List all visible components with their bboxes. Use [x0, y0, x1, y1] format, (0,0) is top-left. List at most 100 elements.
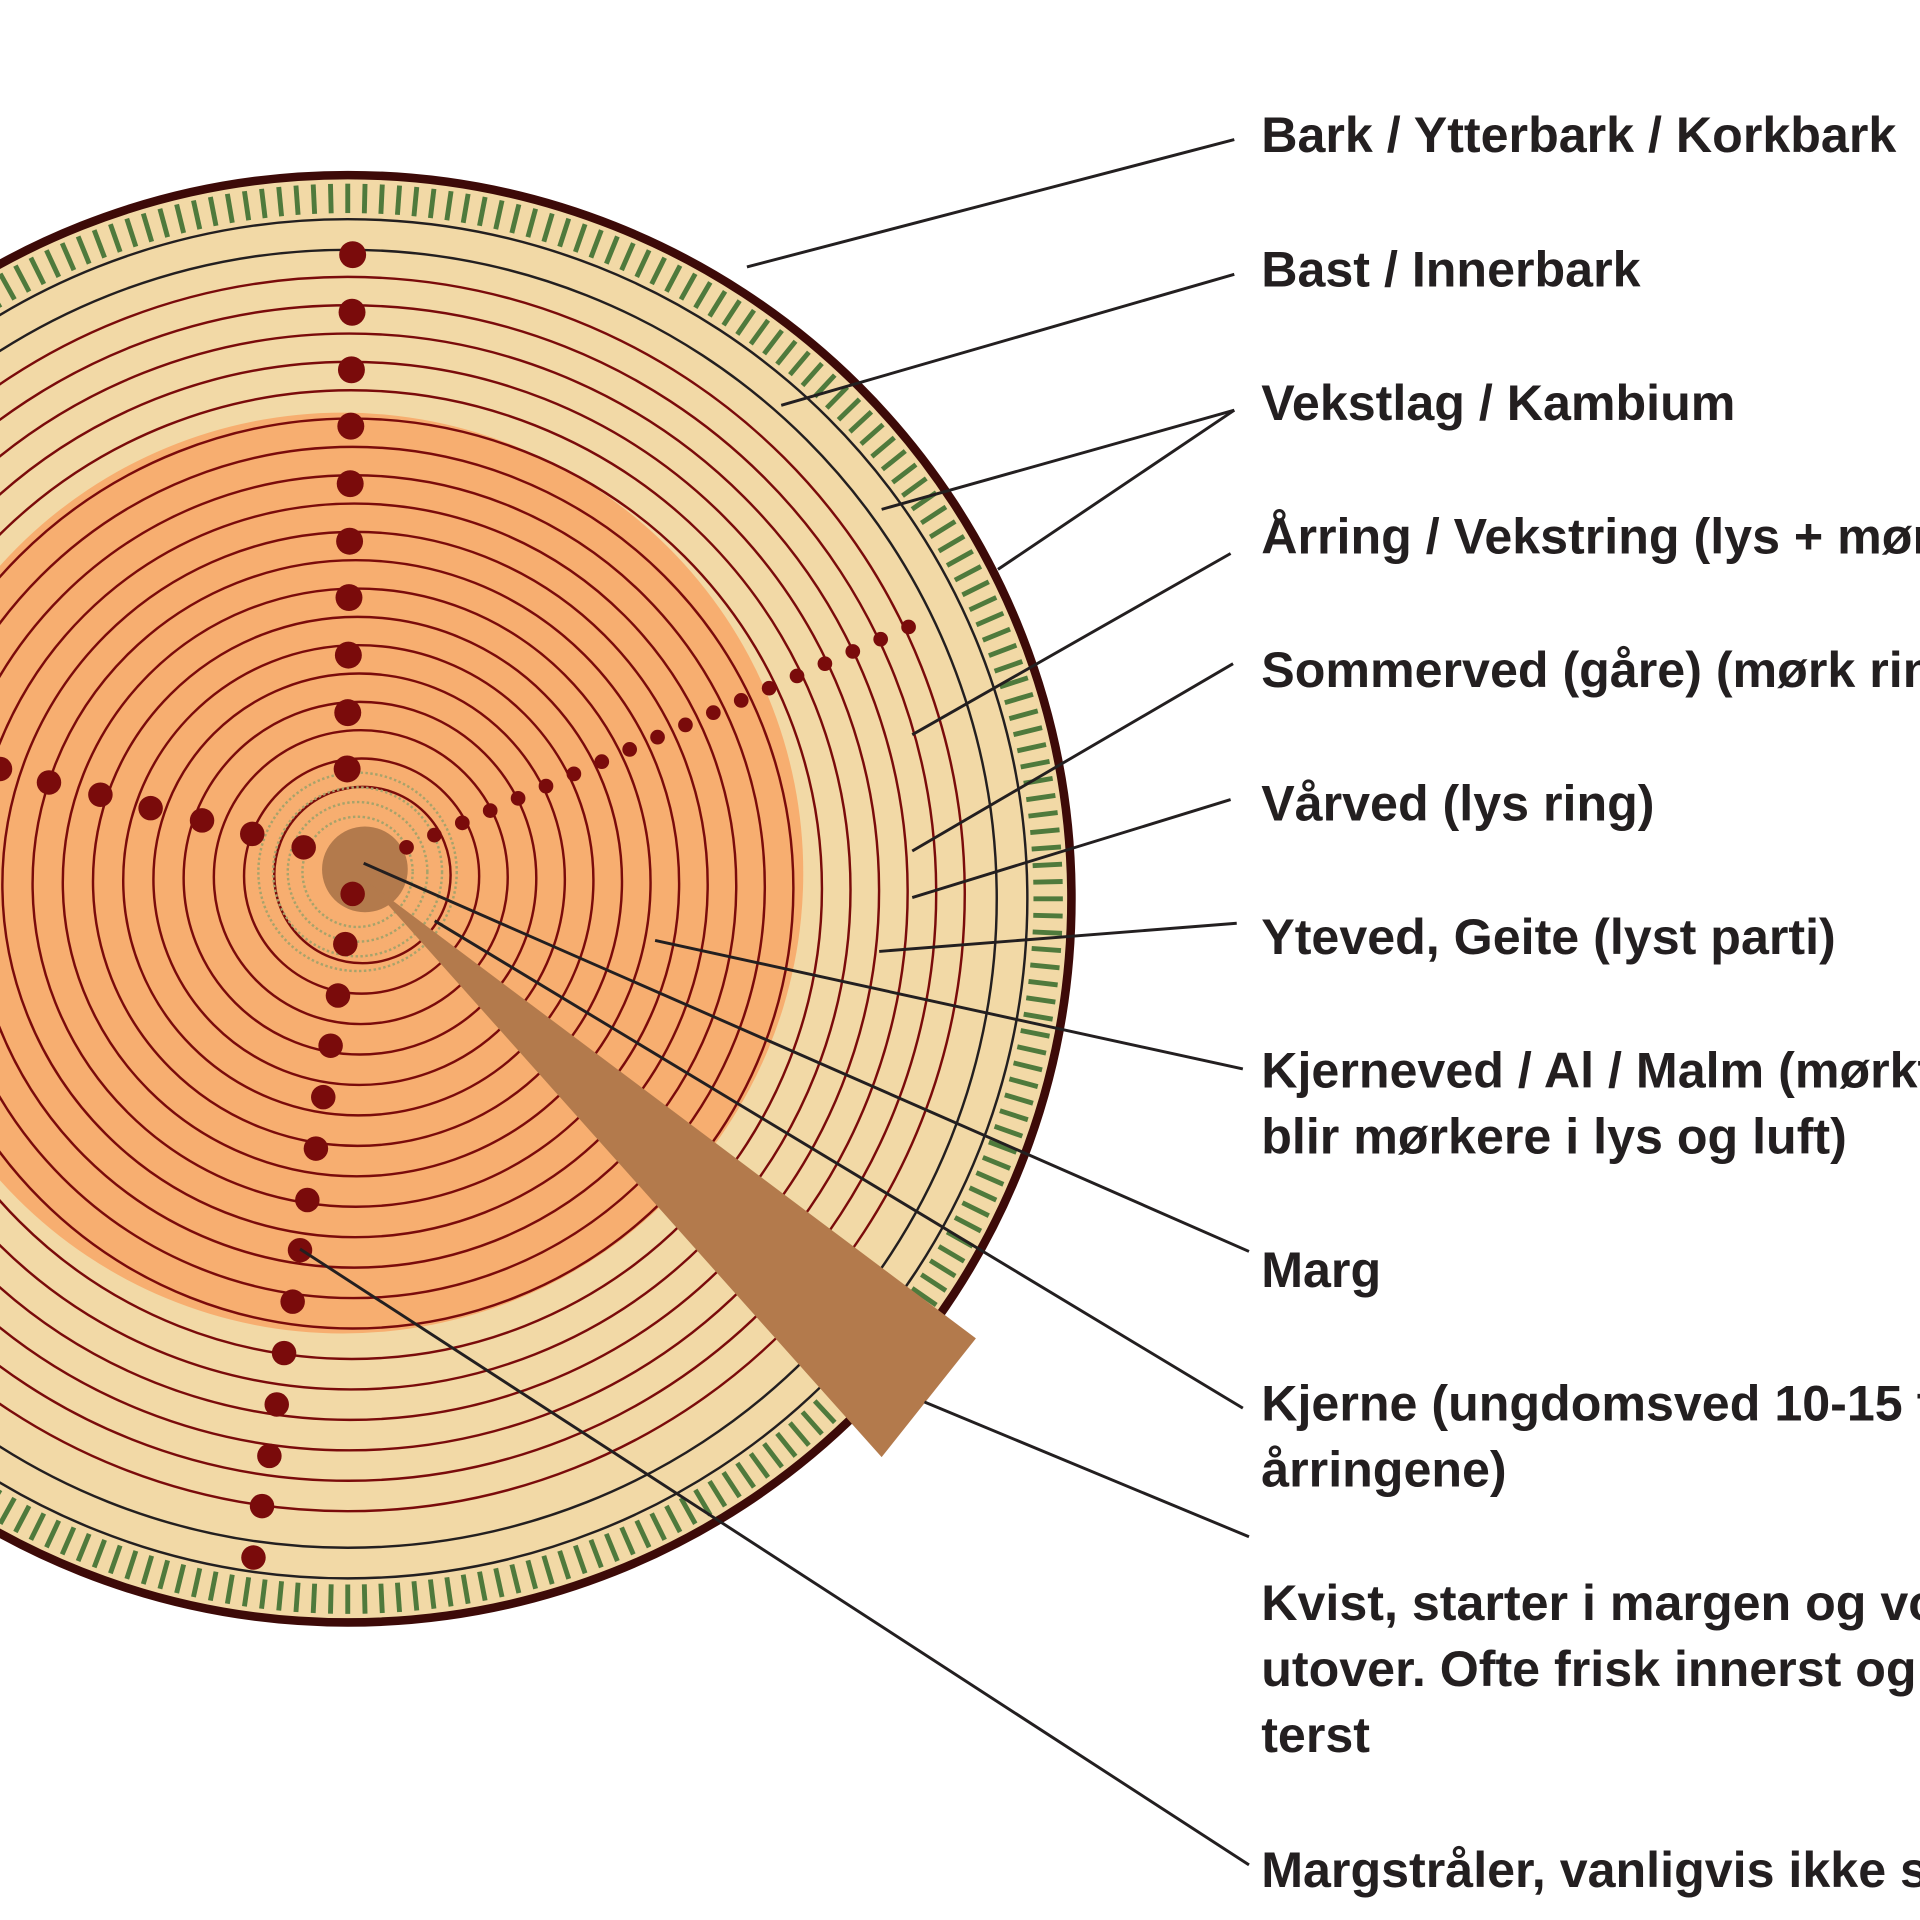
bast-tick [937, 534, 966, 554]
leader-line [911, 798, 1232, 899]
bast-tick [981, 626, 1011, 643]
bast-tick [848, 409, 874, 434]
bast-tick [44, 1519, 62, 1549]
ray-dot [336, 527, 364, 555]
ray-dot [335, 584, 363, 612]
ray-dot [291, 835, 316, 860]
knot [367, 881, 976, 1458]
bast-tick [678, 1496, 698, 1525]
ray-dot [510, 791, 526, 806]
bast-tick [477, 1571, 488, 1602]
ray-dot [901, 619, 916, 635]
bast-tick [460, 1574, 471, 1605]
bast-tick [59, 1526, 77, 1556]
bast-tick [525, 208, 538, 238]
bast-tick [207, 196, 219, 227]
bast-tick [1012, 725, 1043, 738]
ray-dot [622, 742, 638, 757]
bast-tick [310, 184, 318, 214]
bast-ticks [0, 183, 1063, 1614]
bast-tick [634, 249, 652, 278]
bast-tick [573, 223, 588, 253]
ray-dot [845, 644, 861, 659]
bast-tick [1030, 962, 1060, 971]
bast-tick [378, 1583, 385, 1614]
bast-tick [649, 1512, 667, 1541]
ray-dot [36, 770, 62, 795]
labels: Bark / Ytterbark / Korkbark Bast / Inner… [1261, 107, 1920, 1898]
annual-ring [0, 445, 795, 1330]
ray-dot [650, 729, 665, 745]
bast-tick [59, 242, 77, 272]
label-bark: Bark / Ytterbark / Korkbark [1261, 107, 1896, 163]
ray-dot [138, 795, 163, 821]
bast-tick [328, 183, 334, 214]
leader-line [654, 938, 1244, 1071]
bast-tick [800, 361, 824, 388]
bast-tick [444, 190, 454, 221]
ray-dot [271, 1340, 297, 1366]
annual-ring [182, 700, 538, 1056]
bast-tick [1020, 1028, 1051, 1039]
bast-tick [993, 1124, 1024, 1139]
bast-tick [1012, 1060, 1043, 1073]
bast-tick [124, 1550, 139, 1580]
ray-dot [427, 827, 442, 843]
bast-tick [174, 203, 187, 234]
leader-line [363, 861, 1250, 1253]
ray-dot [249, 1493, 275, 1519]
medullary-ray-dots [0, 241, 916, 1570]
ray-dot [454, 815, 470, 831]
bast-tick [1025, 793, 1056, 803]
bast-tick [919, 1272, 948, 1293]
bast-tick [207, 1571, 219, 1602]
bast-tick [937, 1244, 966, 1264]
ray-dot [0, 756, 13, 782]
bast-tick [891, 462, 918, 485]
ray-dot [280, 1289, 305, 1314]
bast-tick [477, 196, 488, 227]
bast-tick [1008, 1076, 1039, 1090]
leader-line [911, 662, 1234, 853]
bast-tick [75, 1532, 92, 1563]
leader-line [923, 1400, 1250, 1539]
bast-tick [919, 504, 948, 526]
ray-dot [337, 356, 365, 384]
label-bast: Bast / Innerbark [1261, 242, 1640, 298]
bast-tick [968, 1185, 998, 1203]
label-pith: Marg [1261, 1242, 1381, 1298]
annual-rings [0, 275, 966, 1513]
label-juvenile-core-line1: Kjerne (ungdomsved 10-15 første [1261, 1375, 1920, 1431]
label-medullary-rays: Margstråler, vanligvis ikke synlige [1261, 1842, 1920, 1898]
bast-tick [361, 1584, 368, 1614]
bast-tick [1023, 1011, 1054, 1022]
label-knot-line2: utover. Ofte frisk innerst og død yt- [1261, 1641, 1920, 1697]
bast-tick [108, 223, 123, 253]
bast-tick [1032, 929, 1063, 936]
ray-dot [264, 1392, 289, 1417]
bast-tick [588, 229, 604, 259]
bast-tick [762, 1442, 784, 1469]
bast-tick [157, 1559, 170, 1590]
bast-tick [1025, 995, 1056, 1005]
bast-tick [224, 1574, 235, 1605]
juvenile-core-ring [286, 800, 429, 943]
ray-dot [241, 1545, 266, 1570]
juvenile-core-ring [271, 786, 444, 958]
label-knot-line1: Kvist, starter i margen og vokser [1261, 1575, 1920, 1631]
bast-tick [1030, 827, 1060, 836]
bast-tick [604, 235, 620, 265]
bast-tick [707, 290, 728, 318]
bast-tick [961, 579, 990, 598]
leader-line [881, 408, 1235, 511]
bast-tick [953, 564, 983, 583]
leader-line [997, 408, 1236, 571]
bast-tick [735, 308, 756, 336]
bast-tick [460, 193, 471, 224]
pith [322, 826, 408, 913]
bast-tick [44, 249, 62, 278]
bast-tick [1031, 844, 1062, 852]
bast-tick [75, 235, 92, 265]
bast-tick [0, 1496, 17, 1525]
bast-tick [361, 183, 368, 214]
